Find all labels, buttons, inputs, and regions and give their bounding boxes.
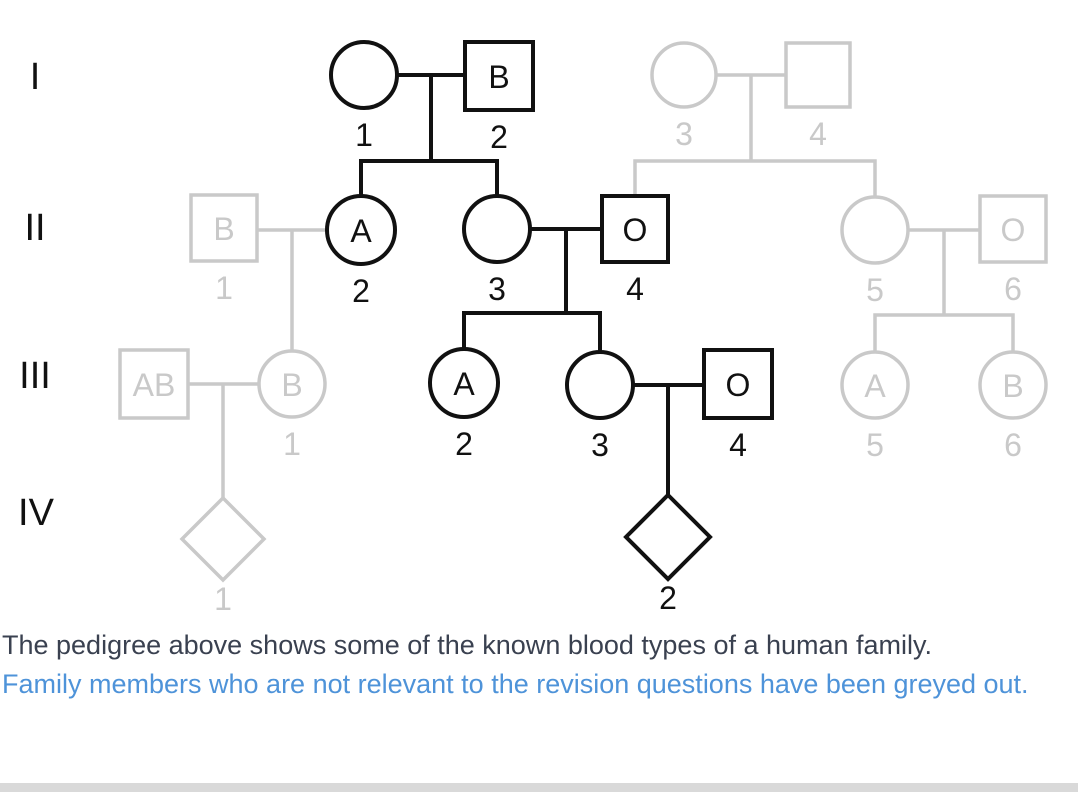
blood-type-label: A: [350, 213, 372, 249]
member-III-4: O4: [702, 348, 774, 463]
generation-label-II: II: [24, 207, 45, 249]
member-II-2: A2: [325, 194, 397, 309]
circle-female-symbol: [428, 347, 500, 419]
circle-female-symbol: [650, 41, 718, 109]
member-III-5: A5: [840, 350, 910, 463]
individual-number-label: 3: [591, 427, 609, 463]
blood-type-label: B: [488, 59, 509, 95]
member-III-AB: AB: [118, 348, 190, 420]
member-III-6: B6: [978, 350, 1048, 463]
connector-sibbar-III2-III3: [462, 311, 602, 352]
blood-type-label: O: [1001, 212, 1026, 248]
individual-number-label: 6: [1004, 427, 1022, 463]
member-IV-2: 2: [623, 492, 713, 616]
circle-female-symbol: [840, 195, 910, 265]
member-II-5: 5: [840, 195, 910, 308]
member-II-3: 3: [462, 194, 532, 307]
individual-number-label: 5: [866, 427, 884, 463]
member-II-1: B1: [189, 193, 259, 306]
individual-number-label: 1: [355, 117, 373, 153]
generation-label-I: I: [30, 56, 41, 98]
individual-number-label: 4: [626, 271, 644, 307]
connector-sibbar-II4-II5: [633, 159, 877, 197]
individual-number-label: 4: [809, 116, 827, 152]
circle-female-symbol: [462, 194, 532, 264]
individual-number-label: 2: [490, 119, 508, 155]
square-male-symbol: [600, 194, 670, 264]
blood-type-label: A: [453, 366, 475, 402]
circle-female-symbol: [257, 349, 327, 419]
circle-female-symbol: [325, 194, 397, 266]
individual-number-label: 1: [215, 270, 233, 306]
individual-number-label: 3: [488, 271, 506, 307]
square-male-symbol: [784, 41, 852, 109]
individual-number-label: 2: [659, 580, 677, 616]
diamond-unknown-sex-symbol: [623, 492, 713, 582]
member-I-3: 3: [650, 41, 718, 152]
square-male-symbol: [118, 348, 190, 420]
member-III-1: B1: [257, 349, 327, 462]
connector-sibbar-III5-III6: [873, 313, 1015, 352]
caption-sentence: The pedigree above shows some of the kno…: [2, 630, 933, 660]
blood-type-label: O: [726, 367, 751, 403]
caption: The pedigree above shows some of the kno…: [2, 626, 1078, 704]
individual-number-label: 6: [1004, 271, 1022, 307]
individual-number-label: 1: [214, 581, 232, 617]
generation-label-IV: IV: [18, 492, 55, 534]
blood-type-label: B: [281, 367, 302, 403]
member-I-4: 4: [784, 41, 852, 152]
connector-sibbar-II2-II3: [359, 159, 499, 196]
member-I-1: 1: [329, 40, 399, 153]
blood-type-label: AB: [133, 367, 176, 403]
caption-note-greyed-out: Family members who are not relevant to t…: [2, 669, 1029, 699]
individual-number-label: 2: [455, 426, 473, 462]
individual-number-label: 5: [866, 272, 884, 308]
circle-female-symbol: [565, 350, 635, 420]
circle-female-symbol: [840, 350, 910, 420]
member-III-2: A2: [428, 347, 500, 462]
bottom-divider: [0, 783, 1078, 792]
circle-female-symbol: [978, 350, 1048, 420]
blood-type-label: A: [864, 368, 886, 404]
member-II-4: O4: [600, 194, 670, 307]
square-male-symbol: [978, 194, 1048, 264]
diamond-unknown-sex-symbol: [179, 495, 267, 583]
blood-type-label: O: [623, 212, 648, 248]
square-male-symbol: [189, 193, 259, 263]
individual-number-label: 1: [283, 426, 301, 462]
square-male-symbol: [463, 40, 535, 112]
circle-female-symbol: [329, 40, 399, 110]
individual-number-label: 3: [675, 116, 693, 152]
member-II-6: O6: [978, 194, 1048, 307]
individual-number-label: 4: [729, 427, 747, 463]
generation-label-III: III: [19, 355, 51, 397]
member-I-2: B2: [463, 40, 535, 155]
blood-type-label: B: [213, 211, 234, 247]
square-male-symbol: [702, 348, 774, 420]
member-III-3: 3: [565, 350, 635, 463]
individual-number-label: 2: [352, 273, 370, 309]
blood-type-label: B: [1002, 368, 1023, 404]
member-IV-1: 1: [179, 495, 267, 617]
